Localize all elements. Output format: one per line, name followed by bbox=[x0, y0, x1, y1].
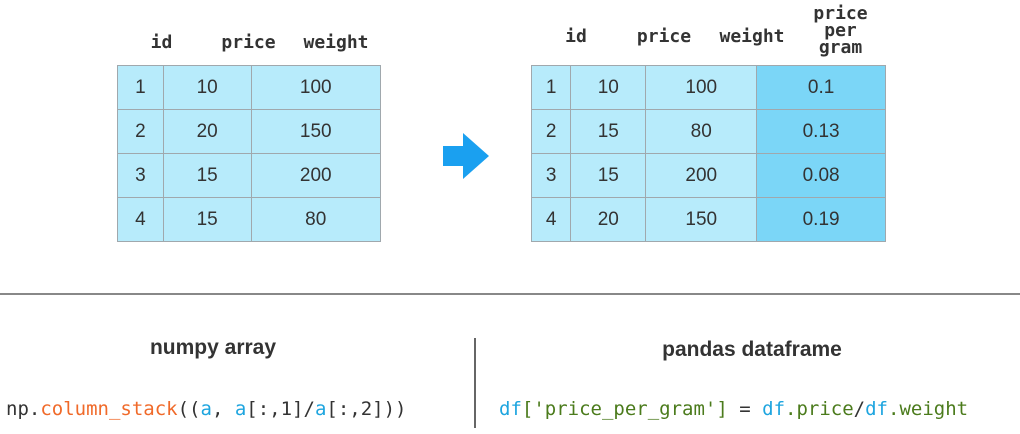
table-cell: 2 bbox=[530, 109, 572, 154]
left-header-weight: weight bbox=[303, 32, 369, 53]
divider-vertical bbox=[474, 338, 476, 428]
code-token: column_stack bbox=[40, 398, 178, 420]
table-cell: 0.1 bbox=[756, 65, 886, 110]
header-line: price bbox=[813, 3, 868, 24]
table-cell: 0.13 bbox=[756, 109, 886, 154]
right-header-price: price bbox=[636, 26, 692, 47]
code-token: , bbox=[211, 398, 235, 420]
table-cell: 150 bbox=[645, 197, 758, 242]
code-token: = bbox=[727, 398, 763, 420]
table-cell: 15 bbox=[162, 153, 252, 198]
code-token: a bbox=[314, 398, 327, 420]
table-cell: 1 bbox=[530, 65, 572, 110]
right-arrow-icon bbox=[443, 133, 489, 179]
right-header-weight: weight bbox=[719, 26, 785, 47]
code-token: .weight bbox=[888, 398, 969, 420]
table-cell: 4 bbox=[530, 197, 572, 242]
table-cell: 100 bbox=[645, 65, 758, 110]
code-token: a bbox=[200, 398, 212, 420]
table-cell: 0.19 bbox=[756, 197, 886, 242]
pandas-label: pandas dataframe bbox=[662, 338, 842, 361]
code-token: df bbox=[762, 398, 786, 420]
left-header-id: id bbox=[150, 32, 173, 53]
right-header-id: id bbox=[565, 26, 587, 47]
code-token: ['price_per_gram'] bbox=[521, 398, 728, 420]
code-token: [:,1]/ bbox=[246, 398, 315, 420]
table-cell: 150 bbox=[250, 109, 381, 154]
header-line: gram bbox=[818, 37, 863, 58]
table-cell: 15 bbox=[570, 109, 647, 154]
table-cell: 10 bbox=[162, 65, 252, 110]
table-cell: 3 bbox=[117, 153, 164, 198]
code-token: .price bbox=[785, 398, 854, 420]
table-cell: 80 bbox=[250, 197, 381, 242]
table-cell: 2 bbox=[117, 109, 164, 154]
code-token: (( bbox=[177, 398, 201, 420]
numpy-code: np.column_stack((a, a[:,1]/a[:,2])) bbox=[6, 398, 406, 420]
numpy-label: numpy array bbox=[149, 336, 277, 359]
header-line: per bbox=[824, 20, 857, 41]
table-cell: 200 bbox=[250, 153, 381, 198]
divider-horizontal bbox=[0, 293, 1020, 295]
table-cell: 20 bbox=[570, 197, 647, 242]
table-cell: 4 bbox=[117, 197, 164, 242]
table-cell: 10 bbox=[570, 65, 647, 110]
table-cell: 1 bbox=[117, 65, 164, 110]
right-header-price-per-gram: price per gram bbox=[796, 3, 885, 58]
table-cell: 100 bbox=[250, 65, 381, 110]
table-cell: 0.08 bbox=[756, 153, 886, 198]
code-token: df bbox=[865, 398, 888, 420]
code-token: df bbox=[499, 398, 522, 420]
pandas-code: df['price_per_gram'] = df.price/df.weigh… bbox=[499, 398, 968, 420]
code-token: [:,2])) bbox=[326, 398, 407, 420]
table-cell: 80 bbox=[645, 109, 758, 154]
table-cell: 15 bbox=[162, 197, 252, 242]
code-token: a bbox=[234, 398, 247, 420]
table-cell: 15 bbox=[570, 153, 647, 198]
table-cell: 20 bbox=[162, 109, 252, 154]
table-cell: 200 bbox=[645, 153, 758, 198]
code-token: / bbox=[853, 398, 866, 420]
left-header-price: price bbox=[221, 32, 276, 53]
code-token: np. bbox=[6, 398, 41, 420]
table-cell: 3 bbox=[530, 153, 572, 198]
